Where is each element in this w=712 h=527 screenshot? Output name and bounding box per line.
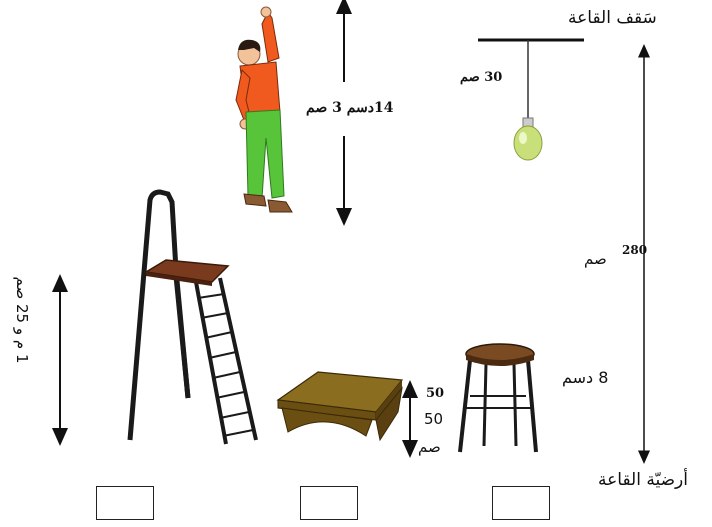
ladder-height-label: 1 م و 25 صم bbox=[13, 277, 31, 364]
stool-height-label: 8 دسم bbox=[562, 368, 608, 387]
answer-box-ladder[interactable] bbox=[96, 486, 154, 520]
stool bbox=[460, 344, 536, 452]
ladder bbox=[130, 192, 256, 444]
table-unit: صم bbox=[418, 438, 441, 456]
table bbox=[278, 372, 402, 440]
lamp bbox=[514, 40, 542, 160]
table-number: 50 bbox=[426, 386, 444, 401]
lamp-bulb bbox=[514, 126, 542, 160]
lamp-cord-label: 30 صم bbox=[460, 70, 502, 85]
answer-box-table[interactable] bbox=[300, 486, 358, 520]
table-value: 50 bbox=[424, 410, 443, 428]
person-reach-label: 14دسم 3 صم bbox=[306, 100, 393, 116]
ceiling-floor-number: 280 bbox=[622, 243, 647, 257]
ceiling-label: سَقف القاعة bbox=[568, 8, 657, 28]
floor-label: أرضيّة القاعة bbox=[598, 470, 688, 490]
person bbox=[236, 7, 292, 212]
ceiling-floor-unit: صم bbox=[584, 250, 607, 268]
answer-box-stool[interactable] bbox=[492, 486, 550, 520]
